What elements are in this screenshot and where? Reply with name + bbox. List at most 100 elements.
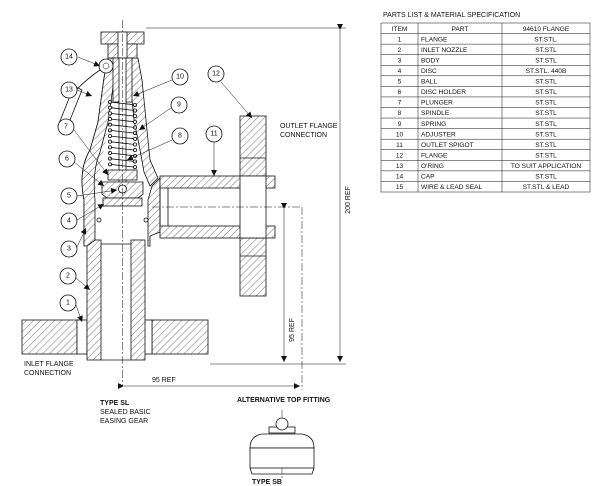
spring-coil-section-left — [108, 122, 113, 127]
easing-lever-arm — [75, 69, 101, 91]
inlet-flange-label-line-2: CONNECTION — [24, 370, 71, 377]
spring-coil-section-left — [108, 162, 113, 167]
table-cell-part: O'RING — [421, 163, 444, 170]
easing-lever-pivot — [98, 58, 114, 74]
spring-coil-section-right — [132, 136, 137, 141]
balloon-7: 7 — [57, 118, 75, 136]
balloon-11: 11 — [205, 125, 223, 143]
balloon-7-number: 7 — [64, 124, 68, 131]
leader-13 — [76, 89, 93, 97]
leader-7 — [73, 129, 109, 176]
table-cell-material: ST.STL — [535, 79, 557, 86]
table-row: 3 BODY ST.STL — [398, 57, 557, 64]
outlet-flange-bottom — [239, 237, 267, 297]
balloon-3: 3 — [60, 240, 78, 258]
spring-coil-section-right — [132, 131, 137, 136]
table-cell-material: ST.STL. 440B — [526, 68, 567, 75]
spring-coil-section-left — [108, 150, 113, 155]
outlet-flange-top — [239, 115, 267, 177]
leader-5 — [76, 187, 118, 197]
table-cell-material: ST.STL. — [534, 36, 558, 43]
balloon-14: 14 — [60, 48, 78, 66]
table-cell-item: 4 — [398, 68, 402, 75]
balloon-8: 8 — [171, 127, 189, 145]
table-cell-item: 10 — [396, 131, 404, 138]
balloon-5: 5 — [60, 187, 78, 205]
table-cell-part: SPRING — [421, 121, 446, 128]
table-cell-material: ST.STL — [535, 100, 557, 107]
table-row-dividers — [381, 33, 590, 182]
leader-3 — [76, 227, 87, 248]
table-header-material: 94610 FLANGE — [523, 26, 570, 33]
balloon-6: 6 — [58, 150, 76, 168]
balloon-12-number: 12 — [212, 71, 220, 78]
spring-coil-section-right — [132, 108, 137, 113]
table-cell-item: 9 — [398, 121, 402, 128]
leader-1 — [75, 304, 83, 323]
balloon-4-number: 4 — [67, 218, 71, 225]
alt-top-break — [249, 467, 315, 475]
balloon-2: 2 — [59, 267, 77, 285]
table-cell-material: ST.STL — [535, 57, 557, 64]
inlet-nozzle-left-wall — [86, 239, 102, 361]
spring-coil-section-right — [132, 119, 137, 124]
balloon-6-number: 6 — [65, 156, 69, 163]
balloon-10: 10 — [171, 68, 189, 86]
leader-8 — [126, 139, 173, 161]
outlet-flange-label-line-2: CONNECTION — [280, 132, 327, 139]
table-cell-item: 15 — [396, 184, 404, 191]
table-cell-part: PLUNGER — [421, 100, 453, 107]
table-cell-material: ST.STL — [535, 142, 557, 149]
balloon-1: 1 — [59, 294, 77, 312]
table-cell-material: ST.STL — [535, 110, 557, 117]
leader-2 — [75, 277, 91, 291]
spring-coil-section-right — [132, 142, 137, 147]
balloon-9-number: 9 — [177, 102, 181, 109]
leader-6 — [73, 161, 105, 187]
spring-coil-section-left — [108, 128, 113, 133]
spring-coil-section-right — [132, 159, 137, 164]
spring-coil-section-right — [132, 114, 137, 119]
spring-coil — [109, 129, 136, 134]
table-cell-material: TO SUIT APPLICATION — [511, 163, 582, 170]
balloon-4: 4 — [60, 212, 78, 230]
valve-main-section — [21, 20, 303, 390]
spring-coil-section-left — [108, 111, 113, 116]
table-cell-item: 2 — [398, 47, 402, 54]
balloon-10-number: 10 — [176, 74, 184, 81]
spring — [108, 100, 137, 170]
table-header-item: ITEM — [392, 26, 408, 33]
table-cell-material: ST.STL — [535, 131, 557, 138]
dim-200-label: 200 REF — [345, 186, 352, 214]
alt-top-title: ALTERNATIVE TOP FITTING — [237, 397, 331, 404]
balloon-13: 13 — [60, 81, 78, 99]
spring-coil-section-right — [132, 148, 137, 153]
table-cell-material: ST.STL — [535, 47, 557, 54]
spring-coil-section-left — [108, 145, 113, 150]
spring-coil-section-left — [108, 105, 113, 110]
table-cell-item: 3 — [398, 57, 402, 64]
alt-top-body — [249, 447, 315, 469]
alternative-top-fitting: ALTERNATIVE TOP FITTING TYPE SB — [237, 397, 331, 486]
alt-top-ring — [275, 417, 289, 431]
table-cell-item: 8 — [398, 110, 402, 117]
o-ring-right — [143, 217, 149, 223]
table-cell-part: BODY — [421, 57, 440, 64]
spring-coil-section-left — [108, 100, 113, 105]
dimensions: 200 REF 95 REF 95 REF — [118, 24, 352, 389]
spring-coil-section-right — [132, 165, 137, 170]
table-cell-item: 11 — [396, 142, 403, 149]
inlet-nozzle-right-wall — [130, 239, 146, 361]
